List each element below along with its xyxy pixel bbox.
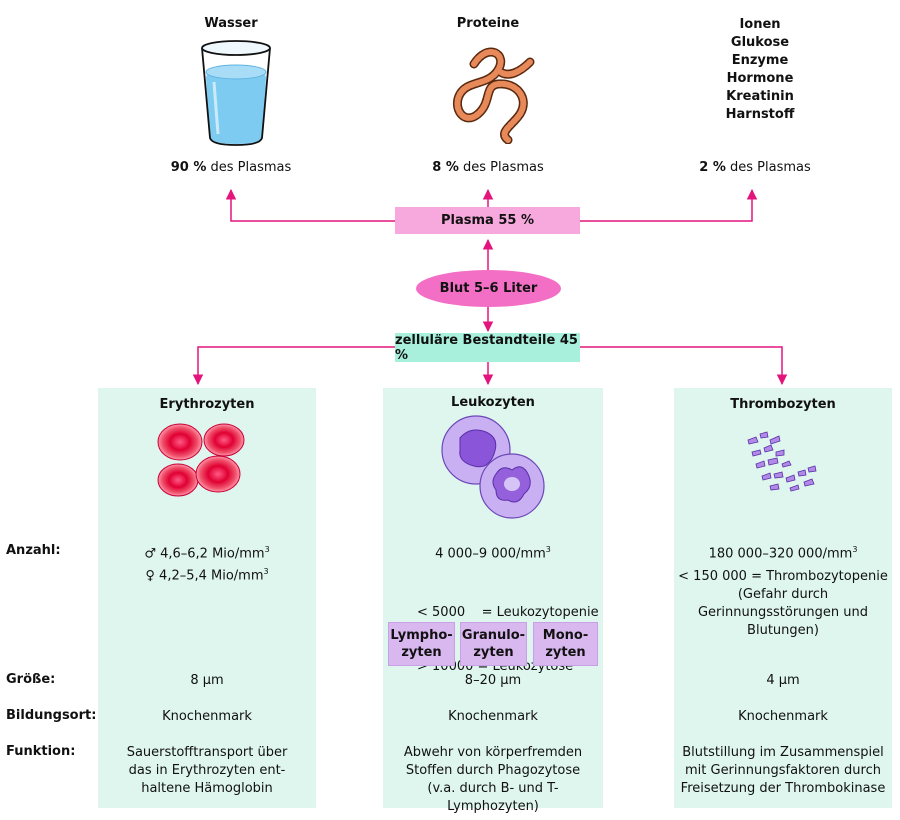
solute-kreatinin: Kreatinin [726,89,794,104]
subtype-monozyten: Mono-zyten [533,622,598,666]
ery-groesse: 8 µm [190,673,224,688]
thrombozyten-title: Thrombozyten [730,397,836,412]
leuko-groesse: 8–20 µm [464,673,522,688]
erythrocytes-icon [157,423,245,497]
row-label-groesse: Größe: [6,672,56,687]
solute-hormone: Hormone [726,71,794,86]
thrombo-bildungsort: Knochenmark [738,709,828,724]
ery-bildungsort: Knochenmark [162,709,252,724]
solute-enzyme: Enzyme [731,53,789,68]
ery-funktion: Sauerstofftransport über das in Erythroz… [98,744,316,798]
blood-ellipse: Blut 5–6 Liter [416,270,561,307]
row-label-anzahl: Anzahl: [6,543,61,558]
solute-harnstoff: Harnstoff [725,107,795,122]
thrombo-penie-line: Blutungen) [747,623,819,638]
thrombo-penie-line: (Gefahr durch [737,587,829,602]
subtype-granulozyten: Granulo-zyten [460,622,527,666]
leukozytopenie-text: < 5000 = Leukozytopenie [417,605,599,620]
thrombo-funktion: Blutstillung im Zusammenspiel mit Gerinn… [674,744,892,798]
thrombo-funktion-line: mit Gerinnungsfaktoren durch [684,763,881,778]
water-glass-icon [201,40,271,146]
solute-ionen: Ionen [739,17,781,32]
protein-chain-icon [452,47,535,144]
ery-anzahl-male: ♂ 4,6–6,2 Mio/mm3 [144,545,270,562]
row-label-bildungsort: Bildungsort: [6,708,97,723]
ery-funktion-line: das in Erythrozyten ent- [128,763,286,778]
thrombo-penie-line: Gerinnungsstörungen und [697,605,868,620]
erythrozyten-title: Erythrozyten [159,397,255,412]
cellular-components-box: zelluläre Bestandteile 45 % [395,333,580,363]
thrombo-funktion-line: Freisetzung der Thrombokinase [680,781,886,796]
thrombo-funktion-line: Blutstillung im Zusammenspiel [682,745,884,760]
solute-glukose: Glukose [730,35,790,50]
thrombo-anzahl: 180 000–320 000/mm3 [708,545,858,562]
ery-funktion-line: haltene Hämoglobin [141,781,273,796]
ery-anzahl: ♂ 4,6–6,2 Mio/mm3 ♀ 4,2–5,4 Mio/mm3 [98,541,316,586]
plasma-box: Plasma 55 % [395,207,580,234]
thrombo-penie: < 150 000 = Thrombozytopenie (Gefahr dur… [674,568,892,640]
ery-anzahl-female: ♀ 4,2–5,4 Mio/mm3 [145,567,269,584]
leukozyten-title: Leukozyten [451,395,535,410]
subtype-lymphozyten: Lympho-zyten [388,622,455,666]
leukocytes-icon [441,415,545,519]
ionen-percent: 2 % des Plasmas [699,160,811,175]
thrombozytopenie-text: < 150 000 = Thrombozytopenie [678,569,888,584]
thrombo-groesse: 4 µm [766,673,800,688]
leuko-penie-tose: < 5000 = Leukozytopenie > 10000 = Leukoz… [417,568,599,694]
row-label-funktion: Funktion: [6,744,76,759]
plasma-solutes-list: Ionen Glukose Enzyme Hormone Kreatinin H… [700,16,820,124]
leuko-funktion: Abwehr von körperfremden Stoffen durch P… [383,744,603,816]
leuko-anzahl: 4 000–9 000/mm3 [435,545,551,562]
leuko-funktion-line: Abwehr von körperfremden [403,745,583,760]
thrombocytes-icon [747,431,817,492]
leuko-funktion-line: Stoffen durch Phagozytose [405,763,581,778]
leuko-funktion-line: (v.a. durch B- und T-Lymphozyten) [427,781,559,814]
leuko-bildungsort: Knochenmark [448,709,538,724]
proteine-title: Proteine [456,16,520,31]
wasser-percent: 90 % des Plasmas [170,160,292,175]
proteine-percent: 8 % des Plasmas [432,160,544,175]
thrombozyten-panel [674,388,892,808]
wasser-title: Wasser [204,16,258,31]
ery-funktion-line: Sauerstofftransport über [126,745,288,760]
